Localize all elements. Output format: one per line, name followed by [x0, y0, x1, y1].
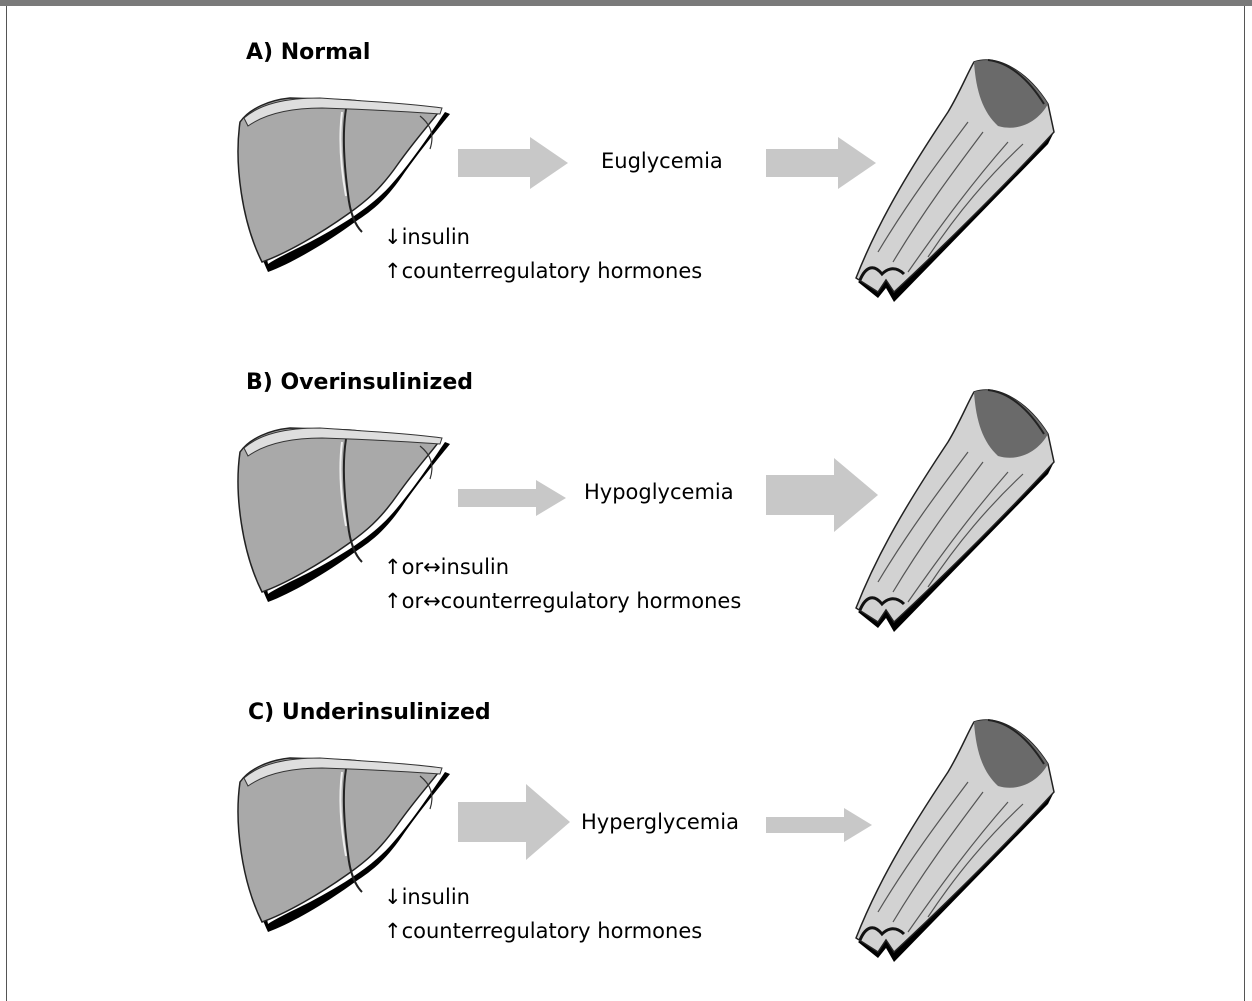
arrow-to-outcome: [458, 784, 570, 860]
panel-heading: C) Underinsulinized: [248, 700, 491, 725]
hormone-notes: ↓insulin ↑counterregulatory hormones: [384, 220, 702, 288]
counterregulatory-note: ↑counterregulatory hormones: [384, 254, 702, 288]
arrow-to-outcome: [458, 137, 568, 189]
outcome-label: Euglycemia: [601, 149, 723, 173]
outcome-label: Hyperglycemia: [581, 810, 739, 834]
arrow-to-outcome: [458, 480, 566, 516]
hormone-notes: ↑or↔insulin ↑or↔counterregulatory hormon…: [384, 550, 741, 618]
panel-normal: A) Normal Euglycemia ↓: [0, 0, 1252, 330]
hormone-notes: ↓insulin ↑counterregulatory hormones: [384, 880, 702, 948]
muscle-icon: [848, 52, 1060, 306]
counterregulatory-note: ↑counterregulatory hormones: [384, 914, 702, 948]
muscle-icon: [848, 712, 1060, 966]
panel-heading: A) Normal: [246, 40, 370, 65]
insulin-note: ↑or↔insulin: [384, 550, 741, 584]
insulin-note: ↓insulin: [384, 880, 702, 914]
outcome-label: Hypoglycemia: [584, 480, 734, 504]
counterregulatory-note: ↑or↔counterregulatory hormones: [384, 584, 741, 618]
insulin-note: ↓insulin: [384, 220, 702, 254]
panel-overinsulinized: B) Overinsulinized Hypoglycemia: [0, 330, 1252, 660]
muscle-icon: [848, 382, 1060, 636]
panel-underinsulinized: C) Underinsulinized Hyperglycemia: [0, 660, 1252, 990]
panel-heading: B) Overinsulinized: [246, 370, 473, 395]
